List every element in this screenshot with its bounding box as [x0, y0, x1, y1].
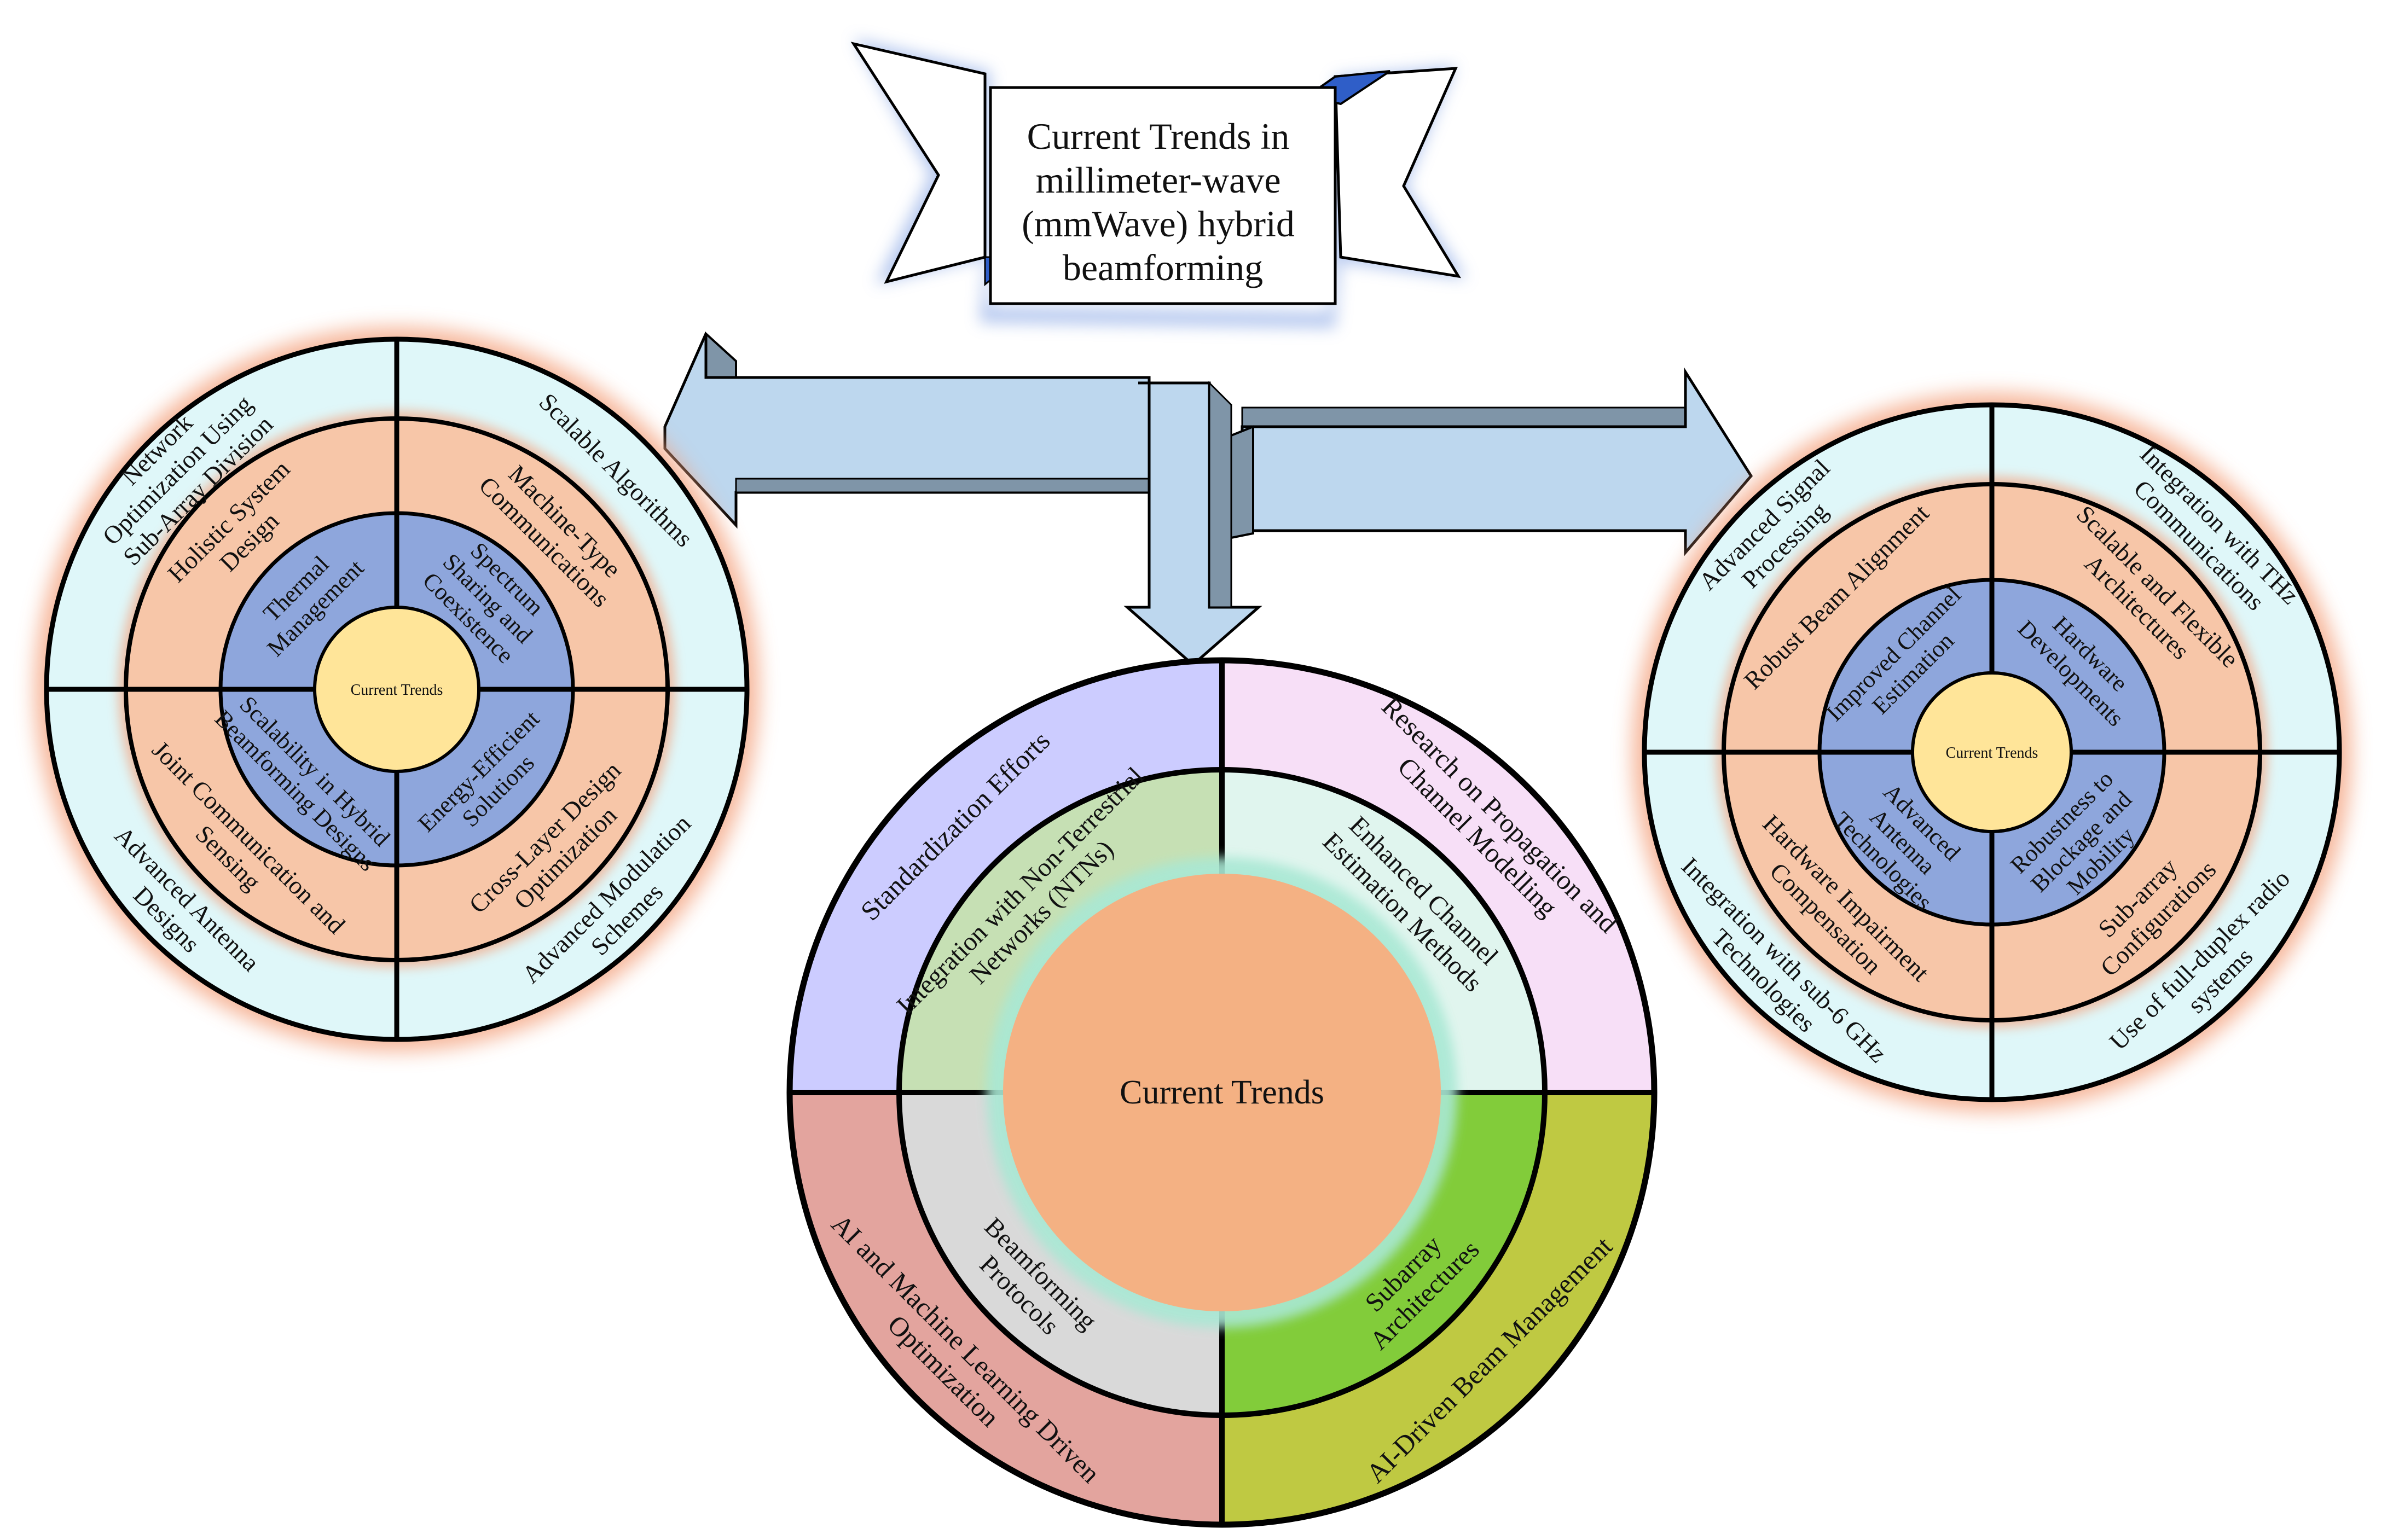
- title-line-2: millimeter-wave: [1035, 159, 1280, 201]
- center-label: Current Trends: [1946, 745, 2038, 762]
- banner-title: Current Trends in millimeter-wave (mmWav…: [1022, 115, 1304, 288]
- center-label: Current Trends: [1120, 1074, 1324, 1111]
- center-outer-segment-2: [1222, 1092, 1654, 1525]
- inner-segment-label-2: Robustness toBlockage andMobility: [2006, 766, 2158, 918]
- right-arrow-top: [1241, 406, 1710, 428]
- center-circle: [1003, 874, 1441, 1311]
- center-circle: [1911, 671, 2073, 833]
- center-circle: [313, 606, 480, 773]
- title-line-4: beamforming: [1063, 247, 1263, 288]
- center-outer-segment-3: [790, 1092, 1222, 1525]
- left-arrow-bottom: [735, 478, 1150, 493]
- three-way-arrow: [663, 331, 1753, 667]
- title-banner: Current Trends in millimeter-wave (mmWav…: [850, 38, 1467, 328]
- banner-body: [989, 86, 1337, 305]
- banner-left-tail: [850, 42, 987, 284]
- center-outer-segment-0: [790, 660, 1222, 1092]
- left-arrow: [663, 333, 1151, 529]
- title-line-1: Current Trends in: [1027, 115, 1290, 157]
- center-outer-segment-1: [1222, 660, 1654, 1092]
- down-arrow-side: [1208, 381, 1232, 608]
- title-line-3: (mmWave) hybrid: [1022, 203, 1295, 245]
- banner-right-tail: [1334, 67, 1461, 278]
- center-label: Current Trends: [351, 682, 443, 699]
- right-arrow: [1241, 367, 1753, 556]
